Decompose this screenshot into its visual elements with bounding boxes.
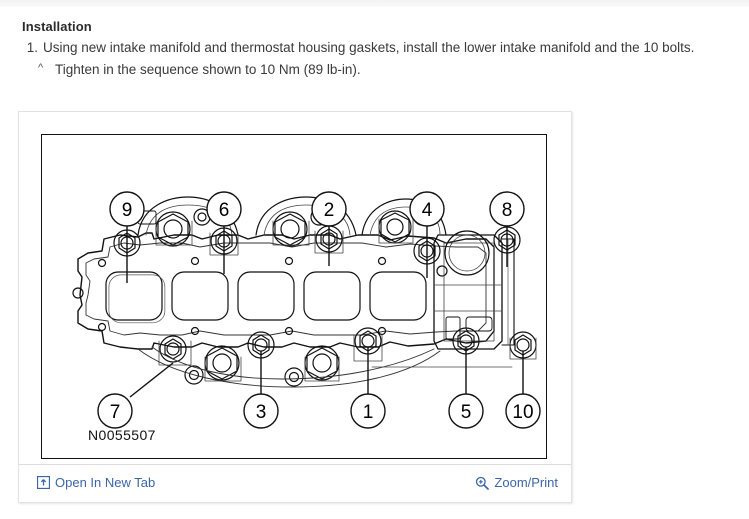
callout-label: 9 (122, 200, 133, 221)
figure-part-code: N0055507 (88, 427, 156, 443)
instruction-list: 1. Using new intake manifold and thermos… (0, 38, 749, 79)
callout-4: 4 (409, 191, 445, 227)
external-window-icon (37, 476, 50, 489)
callout-label: 5 (461, 402, 472, 423)
callout-label: 1 (363, 402, 374, 423)
figure-image-frame: 9 6 2 4 8 (41, 134, 547, 459)
callout-6: 6 (206, 191, 242, 227)
callout-markers: 9 6 2 4 8 (97, 191, 541, 429)
callout-7: 7 (97, 393, 133, 429)
step-text: Using new intake manifold and thermostat… (43, 40, 695, 55)
page-title: Installation (22, 19, 92, 34)
intake-manifold-diagram: 9 6 2 4 8 (72, 191, 541, 429)
callout-1: 1 (350, 393, 386, 429)
instruction-substep: ^ Tighten in the sequence shown to 10 Nm… (38, 60, 749, 79)
callout-3: 3 (243, 393, 279, 429)
callout-label: 3 (256, 402, 267, 423)
magnifier-plus-icon (475, 476, 490, 490)
callout-label: 6 (219, 200, 230, 221)
callout-label: 7 (110, 402, 121, 423)
step-number: 1. (26, 40, 38, 55)
callout-label: 10 (512, 402, 533, 423)
open-in-new-tab-link[interactable]: Open In New Tab (37, 475, 155, 490)
zoom-print-label: Zoom/Print (494, 475, 558, 490)
zoom-print-link[interactable]: Zoom/Print (475, 475, 558, 490)
callout-leaders (126, 226, 524, 398)
figure-footer: Open In New Tab Zoom/Print (19, 464, 571, 502)
callout-label: 8 (502, 200, 513, 221)
callout-2: 2 (311, 191, 347, 227)
callout-10: 10 (505, 393, 541, 429)
substep-text: Tighten in the sequence shown to 10 Nm (… (55, 62, 361, 77)
substep-bullet-icon: ^ (38, 62, 44, 74)
callout-9: 9 (109, 191, 145, 227)
callout-label: 4 (422, 200, 433, 221)
article-content: Installation 1. Using new intake manifol… (0, 7, 749, 79)
callout-8: 8 (489, 191, 525, 227)
callout-label: 2 (324, 200, 335, 221)
page-top-strip (0, 0, 749, 7)
instruction-step: 1. Using new intake manifold and thermos… (22, 38, 749, 57)
figure-panel: 9 6 2 4 8 (18, 111, 572, 503)
callout-5: 5 (448, 393, 484, 429)
open-in-new-tab-label: Open In New Tab (55, 475, 156, 490)
